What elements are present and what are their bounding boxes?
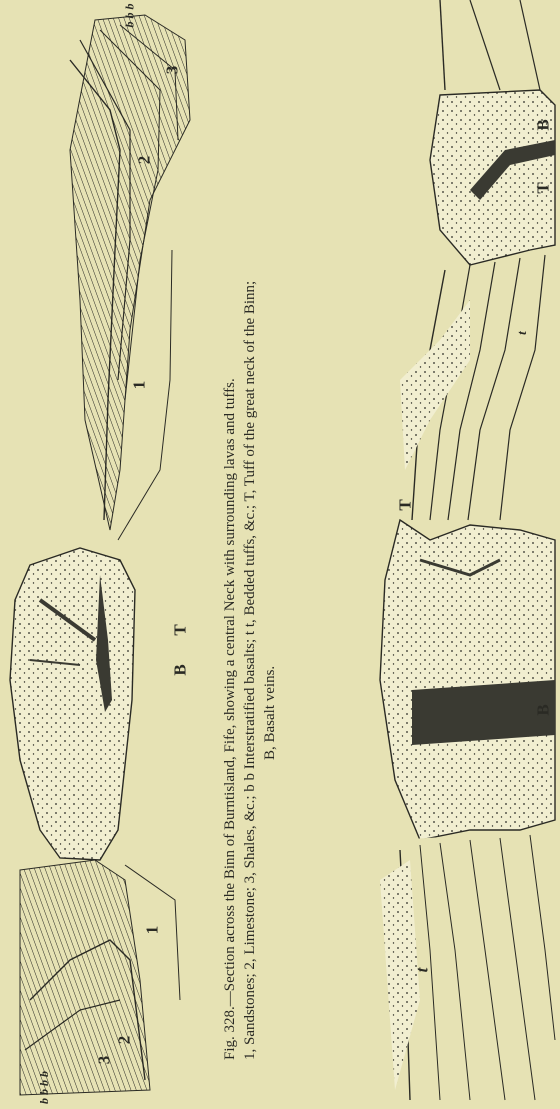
label-bedded-tuff: t [412, 968, 432, 973]
tuff-neck-right-middle [380, 520, 555, 840]
label-tuff-right-top: T [534, 182, 554, 193]
label-tuff-right-middle: T [396, 499, 416, 510]
label-basalt-left: B [171, 664, 191, 675]
strata-bottom-wedge [20, 860, 150, 1095]
figure-caption-legend: 1, Sandstones; 2, Limestone; 3, Shales, … [242, 281, 259, 1060]
label-basalt-bands-top: b b b [123, 4, 138, 28]
label-limestone-bottom: 2 [114, 1036, 134, 1045]
label-sandstone-top: 1 [129, 381, 149, 390]
figure-caption-legend-2: B, Basalt veins. [262, 666, 279, 760]
left-section [10, 15, 190, 1095]
label-sandstone-bottom: 1 [142, 926, 162, 935]
label-limestone-top: 2 [134, 156, 154, 165]
label-bedded-tuff-2: t [514, 331, 530, 335]
label-shales-bottom: 3 [94, 1056, 114, 1065]
label-basalt-right-top: B [534, 119, 554, 130]
label-basalt-bands-bottom: b b b b [37, 1071, 52, 1104]
tuff-neck-left [10, 548, 135, 860]
right-section [380, 0, 555, 1105]
label-shales-top: 3 [162, 66, 182, 75]
label-basalt-right-middle: B [534, 704, 554, 715]
figure-caption-title: Fig. 328.—Section across the Binn of Bur… [222, 378, 239, 1060]
label-tuff-neck-left: T [171, 624, 191, 635]
